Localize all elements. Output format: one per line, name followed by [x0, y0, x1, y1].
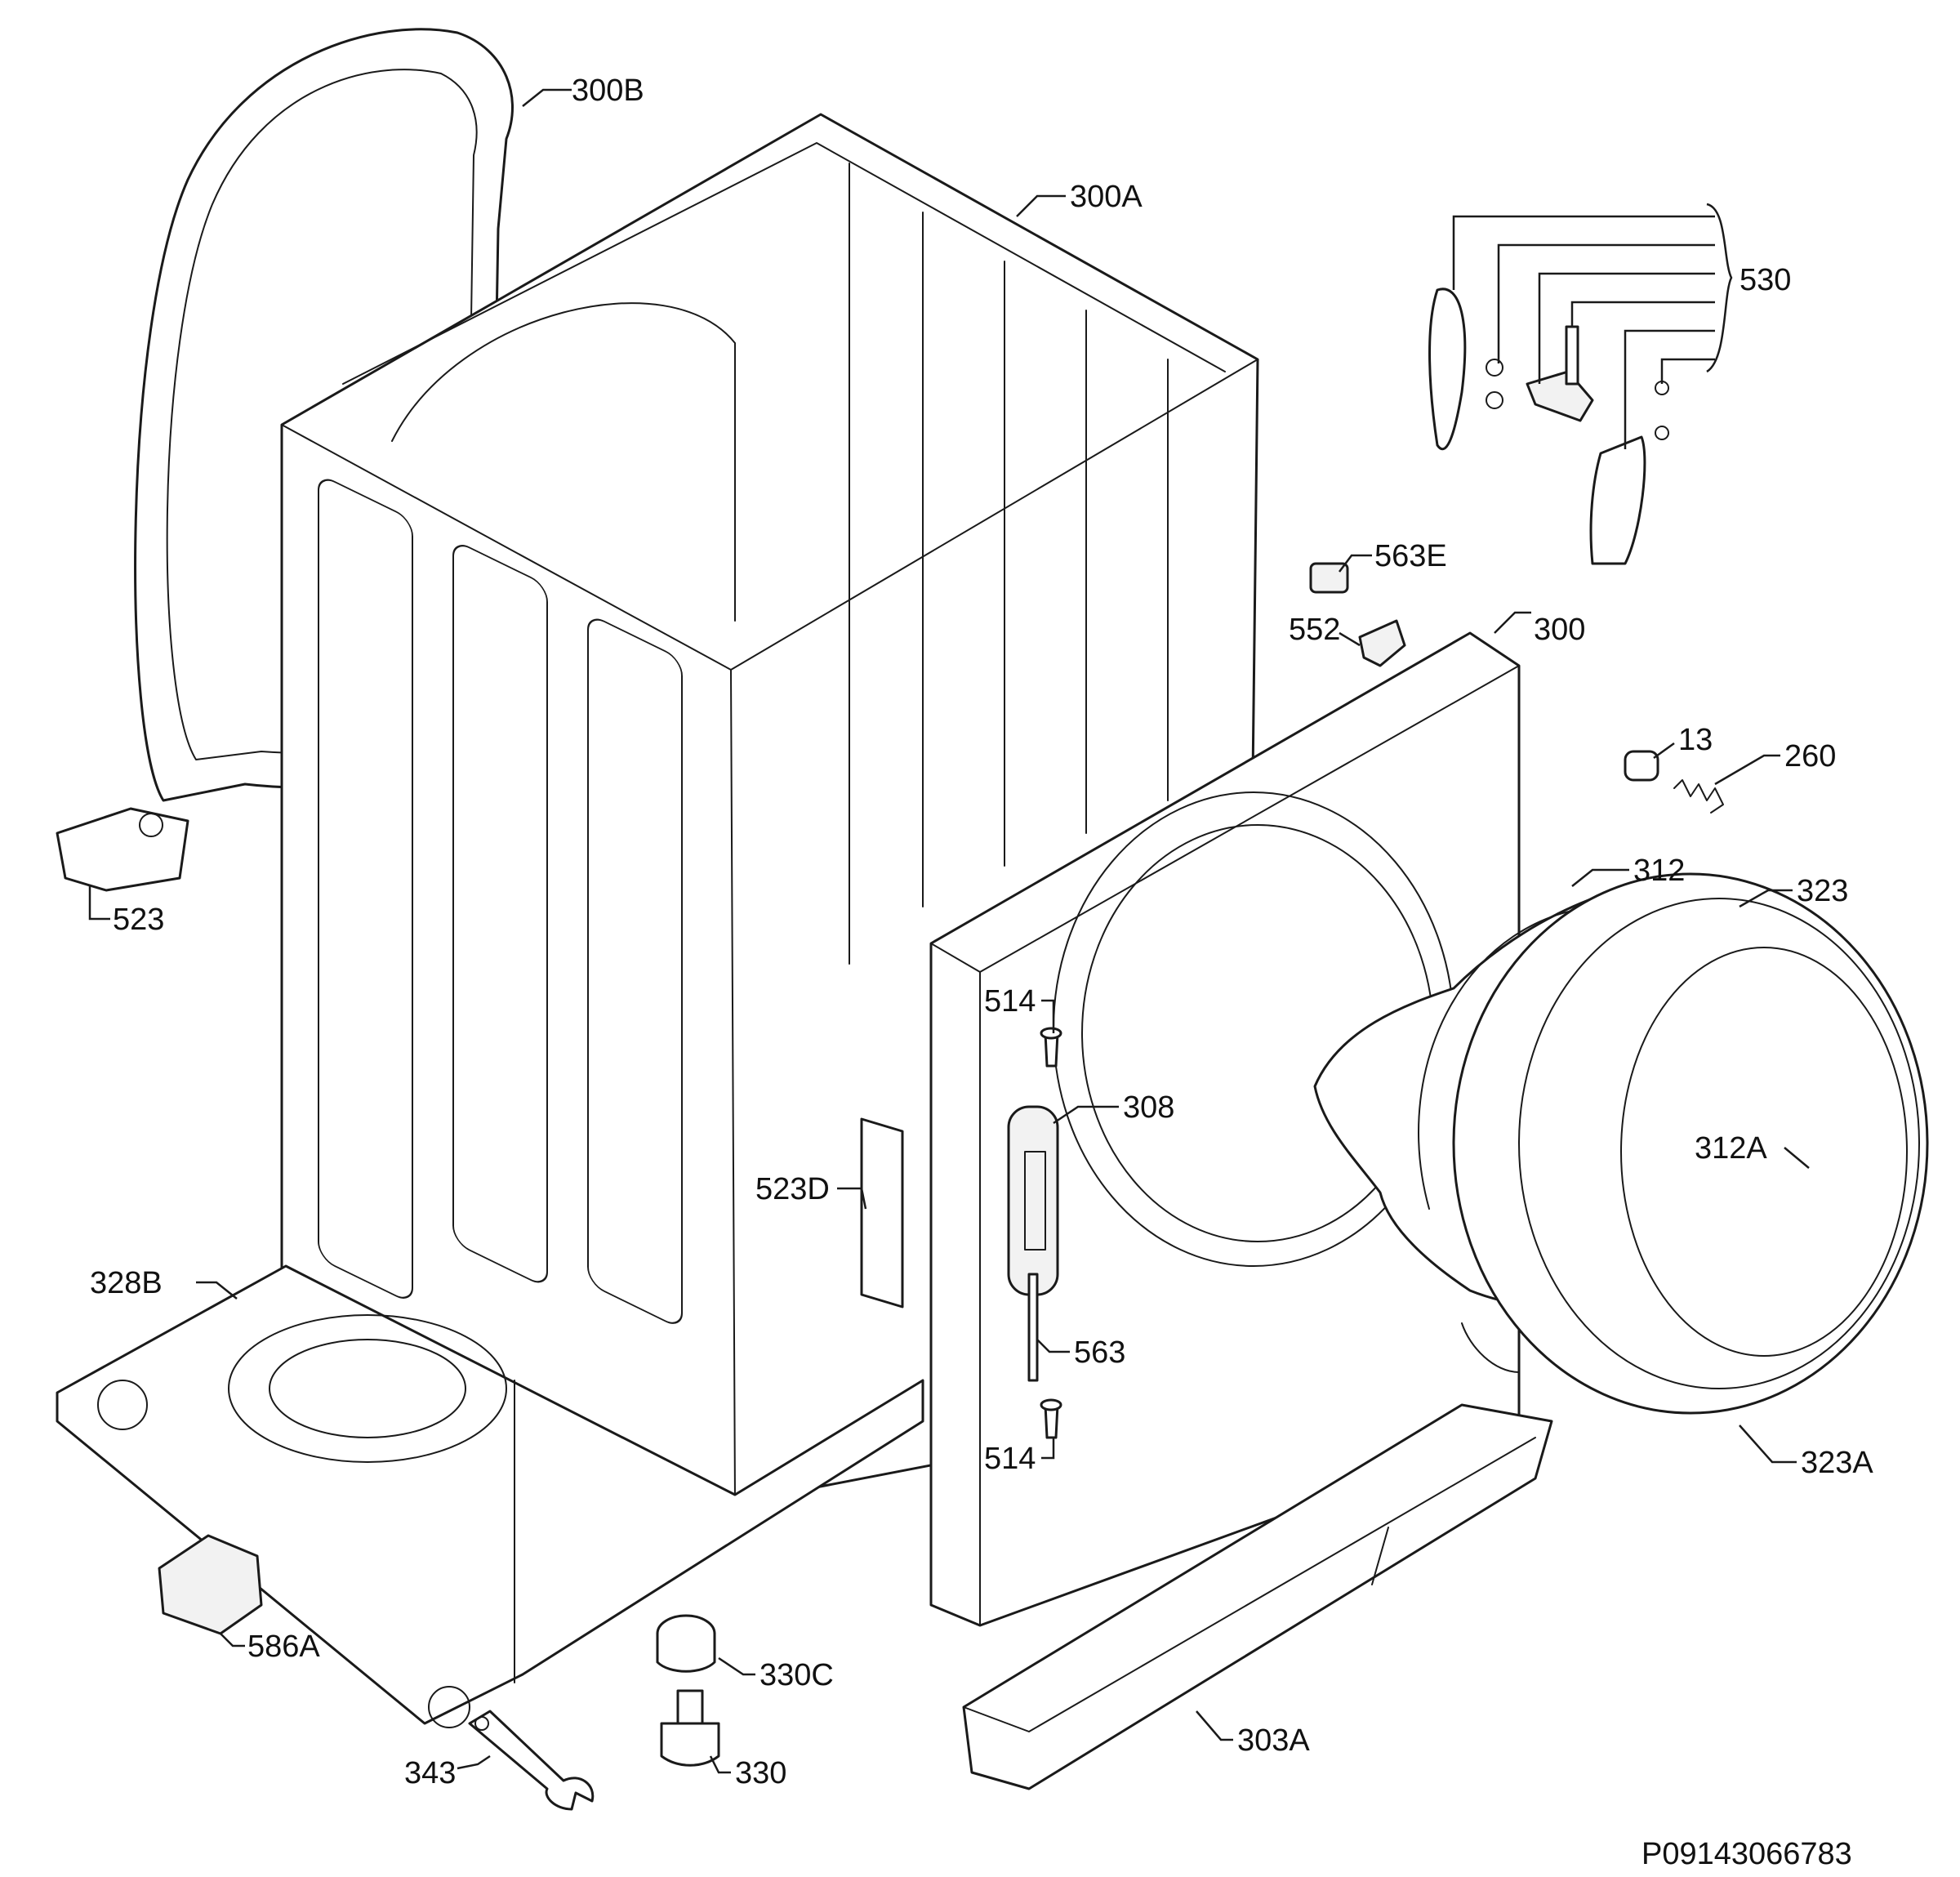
part-563E — [1309, 562, 1349, 594]
part-330C — [656, 1614, 716, 1673]
spring-260 — [1673, 779, 1724, 814]
leader-lines — [88, 88, 1810, 1774]
bracket-523D — [860, 1117, 904, 1309]
label-308: 308 — [1123, 1090, 1174, 1125]
label-330C: 330C — [760, 1658, 834, 1692]
label-323: 323 — [1797, 874, 1848, 908]
base-plate-328B — [56, 1264, 924, 1728]
label-300: 300 — [1534, 613, 1585, 647]
label-323A: 323A — [1801, 1446, 1873, 1480]
part-labels: 300B 300A 530 563E 552 300 13 260 523 31… — [90, 74, 1873, 1871]
part-586A — [158, 1534, 263, 1635]
hinge-308 — [1007, 1105, 1059, 1296]
label-514-top: 514 — [984, 984, 1036, 1019]
label-260: 260 — [1784, 739, 1836, 774]
pin-563 — [1027, 1273, 1039, 1382]
diagram-reference-number: P09143066783 — [1642, 1837, 1852, 1871]
label-13: 13 — [1678, 723, 1713, 757]
label-328B: 328B — [90, 1266, 163, 1300]
door-frame-323 — [1452, 872, 1929, 1415]
label-530: 530 — [1740, 263, 1791, 297]
label-300B: 300B — [572, 74, 644, 108]
label-303A: 303A — [1237, 1723, 1310, 1758]
control-panel-303A — [962, 1403, 1553, 1790]
label-343: 343 — [404, 1756, 456, 1790]
part-13 — [1624, 750, 1659, 782]
hinge-kit-530 — [1428, 288, 1669, 565]
label-552: 552 — [1289, 613, 1340, 647]
label-300A: 300A — [1070, 180, 1143, 214]
label-312: 312 — [1633, 854, 1685, 888]
label-330: 330 — [735, 1756, 786, 1790]
label-563E: 563E — [1374, 539, 1447, 573]
part-552 — [1358, 619, 1406, 667]
label-563: 563 — [1074, 1335, 1125, 1370]
part-330 — [660, 1689, 720, 1767]
label-586A: 586A — [247, 1630, 320, 1664]
label-312A: 312A — [1695, 1131, 1767, 1166]
label-514-bottom: 514 — [984, 1442, 1036, 1476]
label-523D: 523D — [755, 1172, 830, 1206]
wrench-343 — [468, 1710, 595, 1811]
part-523 — [56, 807, 189, 892]
screw-514-bottom — [1040, 1398, 1062, 1439]
label-523: 523 — [113, 903, 164, 937]
